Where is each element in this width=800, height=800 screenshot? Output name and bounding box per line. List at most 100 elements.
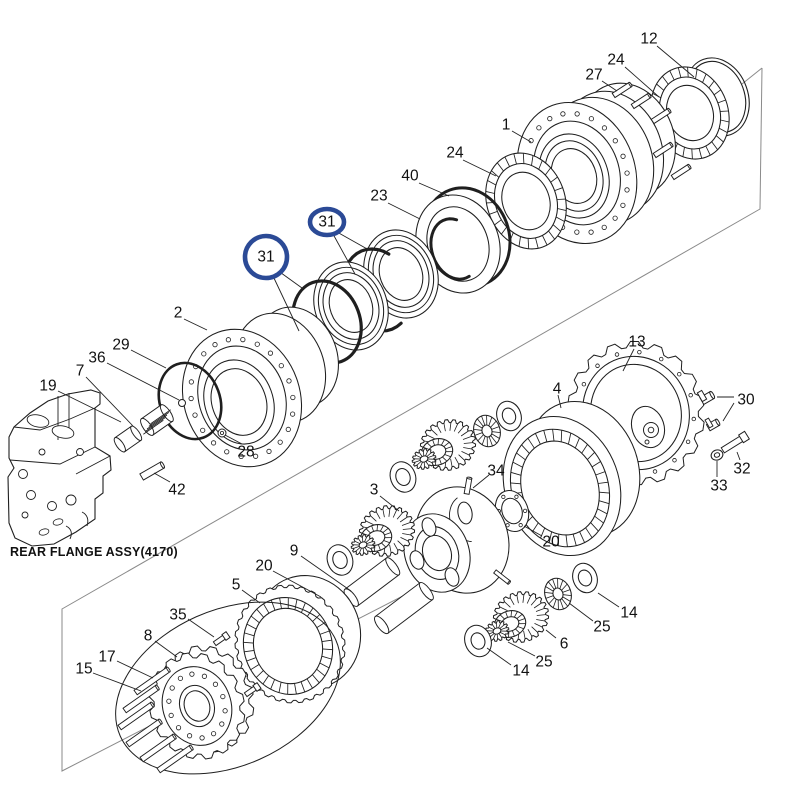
part-number: 4 bbox=[553, 381, 562, 398]
part-label-25: 25 bbox=[507, 641, 553, 671]
part-label-33: 33 bbox=[710, 461, 728, 495]
part-number: 20 bbox=[542, 534, 560, 551]
leader-line bbox=[187, 618, 215, 638]
leader-line bbox=[336, 231, 370, 251]
leader-line bbox=[116, 660, 154, 679]
leader-line bbox=[130, 349, 167, 369]
leader-line bbox=[106, 362, 180, 401]
leader-line bbox=[154, 640, 178, 658]
parts-illustration bbox=[7, 57, 751, 775]
part-label-34: 34 bbox=[472, 463, 505, 489]
leader-line bbox=[418, 182, 450, 197]
leader-line bbox=[387, 202, 421, 220]
part-label-28: 28 bbox=[224, 434, 255, 461]
leader-line bbox=[472, 474, 490, 489]
part-number: 31 bbox=[318, 214, 335, 231]
highlight-ellipse bbox=[242, 233, 290, 281]
part-label-24: 24 bbox=[607, 52, 660, 98]
leader-line bbox=[332, 233, 356, 275]
part-number: 17 bbox=[98, 649, 115, 666]
leader-line bbox=[300, 555, 352, 592]
annotations: 1224271244023313122936719422813303233420… bbox=[39, 31, 755, 692]
leader-line bbox=[462, 159, 497, 177]
part-label-23: 23 bbox=[370, 188, 421, 220]
part-label-15: 15 bbox=[75, 661, 142, 692]
part-label-12: 12 bbox=[640, 31, 695, 78]
part-number: 27 bbox=[585, 67, 602, 84]
leader-line bbox=[241, 589, 261, 604]
part-label-13: 13 bbox=[622, 334, 646, 372]
part-label-3: 3 bbox=[370, 482, 400, 512]
part-number: 9 bbox=[290, 543, 299, 560]
part-number: 8 bbox=[144, 628, 153, 645]
part-number: 1 bbox=[502, 117, 511, 134]
leader-line bbox=[92, 672, 142, 692]
highlight-ellipse bbox=[307, 206, 347, 238]
part-label-9: 9 bbox=[290, 543, 352, 592]
leader-line bbox=[507, 641, 536, 657]
leader-line bbox=[545, 629, 557, 639]
part-label-29: 29 bbox=[112, 337, 167, 369]
part-label-24: 24 bbox=[446, 145, 497, 177]
part-number: 20 bbox=[255, 558, 273, 575]
part-label-35: 35 bbox=[169, 607, 215, 638]
leader-line bbox=[656, 45, 695, 78]
part-label-17: 17 bbox=[98, 649, 154, 679]
part-label-14: 14 bbox=[597, 592, 638, 622]
part-number: 24 bbox=[607, 52, 625, 69]
leader-line bbox=[272, 570, 322, 598]
leader-line bbox=[153, 472, 171, 483]
part-label-4: 4 bbox=[553, 381, 562, 409]
leader-line bbox=[183, 318, 208, 331]
leader-line bbox=[85, 376, 134, 427]
part-number: 14 bbox=[620, 605, 638, 622]
leader-line bbox=[568, 602, 594, 622]
part-number: 15 bbox=[75, 661, 92, 678]
part-number: 28 bbox=[237, 444, 254, 461]
part-label-6: 6 bbox=[545, 629, 569, 653]
part-label-27: 27 bbox=[585, 67, 618, 92]
part-label-42: 42 bbox=[153, 472, 186, 499]
part-number: 7 bbox=[76, 363, 85, 380]
part-number: 14 bbox=[512, 663, 530, 680]
part-number: 3 bbox=[370, 482, 379, 499]
part-label-19: 19 bbox=[39, 378, 122, 423]
part-label-31: 31 bbox=[242, 233, 303, 332]
part-number: 5 bbox=[232, 577, 241, 594]
part-label-20: 20 bbox=[523, 525, 560, 551]
part-number: 31 bbox=[257, 249, 274, 266]
diagram-caption: REAR FLANGE ASSY(4170) bbox=[10, 545, 178, 559]
part-label-25: 25 bbox=[568, 602, 611, 636]
part-number: 40 bbox=[401, 168, 419, 185]
leader-line bbox=[557, 394, 562, 409]
leader-line bbox=[57, 390, 122, 423]
leader-line bbox=[622, 348, 635, 372]
part-label-14: 14 bbox=[486, 647, 530, 680]
part-number: 25 bbox=[535, 654, 552, 671]
leader-line bbox=[624, 66, 660, 98]
part-label-1: 1 bbox=[502, 117, 532, 143]
part-number: 24 bbox=[446, 145, 464, 162]
part-label-20: 20 bbox=[255, 558, 322, 598]
part-number: 42 bbox=[168, 482, 185, 499]
leader-line bbox=[224, 434, 243, 445]
part-label-7: 7 bbox=[76, 363, 134, 427]
part-number: 23 bbox=[370, 188, 387, 205]
leader-line bbox=[597, 592, 620, 608]
part-label-40: 40 bbox=[401, 168, 450, 197]
part-number: 29 bbox=[112, 337, 129, 354]
part-number: 30 bbox=[737, 392, 755, 409]
part-number: 6 bbox=[560, 636, 569, 653]
part-number: 33 bbox=[710, 478, 727, 495]
part-number: 35 bbox=[169, 607, 186, 624]
part-label-8: 8 bbox=[144, 628, 178, 658]
leader-line bbox=[511, 130, 532, 143]
leader-line bbox=[486, 647, 512, 666]
part-number: 13 bbox=[628, 334, 645, 351]
part-label-30: 30 bbox=[717, 392, 755, 422]
part-number: 36 bbox=[88, 350, 105, 367]
leader-line bbox=[523, 525, 543, 537]
part-number: 25 bbox=[593, 619, 610, 636]
